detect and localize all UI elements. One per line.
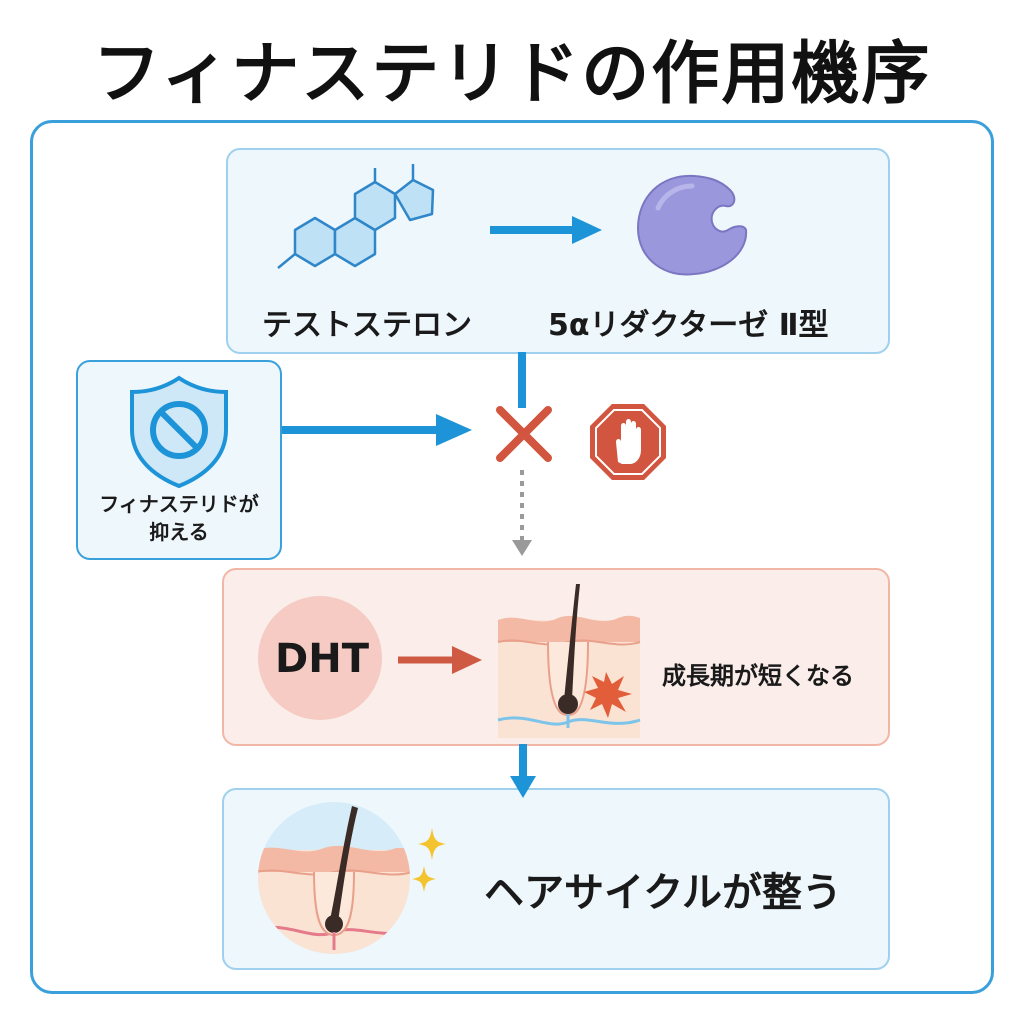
finasteride-label: フィナステリドが 抑える bbox=[76, 490, 282, 546]
sparkle-icon bbox=[412, 828, 446, 892]
dht-circle bbox=[258, 596, 382, 720]
testosterone-label: テストステロン bbox=[262, 308, 472, 343]
page-title: フィナステリドの作用機序 bbox=[92, 35, 932, 114]
connector-top bbox=[518, 352, 526, 408]
shield-prohibit-icon bbox=[130, 375, 228, 489]
steroid-molecule-icon bbox=[277, 164, 435, 269]
blocked-pathway-dotted bbox=[512, 470, 532, 556]
hair-follicle-healthy-icon bbox=[258, 802, 410, 954]
inhibition-arrow bbox=[282, 414, 472, 446]
conversion-arrow bbox=[490, 216, 602, 244]
enzyme-label: 5αリダクターゼ Ⅱ型 bbox=[548, 308, 829, 343]
finasteride-label-line2: 抑える bbox=[149, 520, 209, 544]
enzyme-icon bbox=[636, 174, 748, 276]
finasteride-label-line1: フィナステリドが bbox=[99, 492, 259, 516]
anagen-shortened-label: 成長期が短くなる bbox=[662, 662, 854, 690]
block-x-icon bbox=[496, 406, 552, 462]
hair-cycle-label: ヘアサイクルが整う bbox=[484, 870, 842, 916]
dht-label: DHT bbox=[275, 636, 369, 682]
dht-effect-arrow bbox=[398, 646, 482, 674]
connector-bottom bbox=[510, 744, 536, 798]
stop-hand-icon bbox=[590, 404, 666, 480]
hair-follicle-damaged-icon bbox=[497, 584, 641, 738]
